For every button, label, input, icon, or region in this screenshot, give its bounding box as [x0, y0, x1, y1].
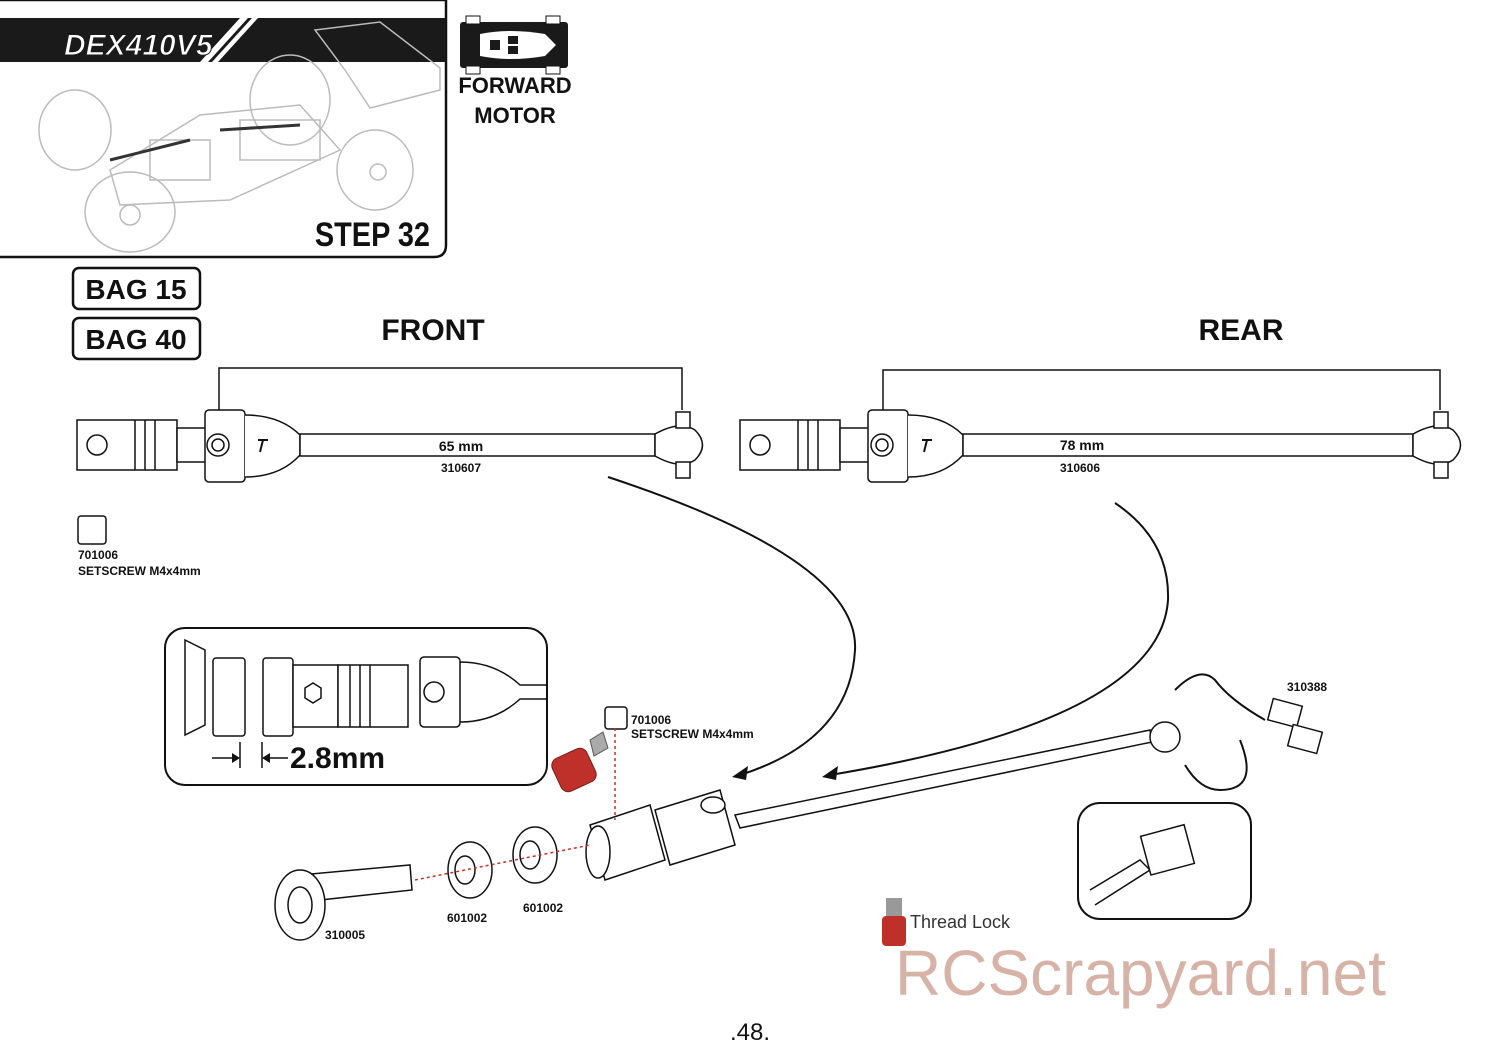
callout-setscrew-desc: SETSCREW M4x4mm — [631, 727, 754, 741]
rear-driveshaft — [739, 369, 1462, 483]
front-length: 65 mm — [439, 438, 483, 454]
bag-labels: BAG 15 BAG 40 — [71, 266, 202, 361]
step-header: DEX410V5 STEP 32 — [0, 0, 448, 259]
rear-part: 310606 — [1060, 461, 1100, 475]
page-number: .48. — [730, 1019, 770, 1046]
assembly-arrows — [607, 476, 1266, 792]
thread-lock-legend-icon — [882, 898, 906, 946]
callout-bearing-1: 601002 — [447, 911, 487, 925]
rear-heading: REAR — [1198, 314, 1283, 347]
inset-measure: 2.8mm — [290, 742, 385, 775]
inset-detail — [164, 627, 548, 786]
forward-motor-icon: FORWARD MOTOR — [458, 15, 572, 128]
setscrew-legend-part: 701006 — [78, 548, 118, 562]
setscrew-icon — [77, 515, 107, 545]
front-heading: FRONT — [381, 314, 484, 347]
bag-15: BAG 15 — [85, 274, 186, 305]
exploded-assembly — [274, 697, 1324, 941]
step-number: STEP 32 — [315, 215, 430, 254]
setscrew-legend-desc: SETSCREW M4x4mm — [78, 564, 201, 578]
front-part: 310607 — [441, 461, 481, 475]
callout-setscrew-part: 701006 — [631, 713, 671, 727]
callout-gear: 310005 — [325, 928, 365, 942]
callout-cup: 310388 — [1287, 680, 1327, 694]
rear-length: 78 mm — [1060, 437, 1104, 453]
thread-lock-bottle-icon — [551, 731, 609, 793]
front-driveshaft — [76, 367, 704, 483]
logo: DEX410V5 — [64, 29, 214, 62]
motor-label-2: MOTOR — [474, 103, 556, 128]
motor-label-1: FORWARD — [458, 73, 571, 98]
bag-40: BAG 40 — [85, 324, 186, 355]
callout-bearing-2: 601002 — [523, 901, 563, 915]
thread-lock-label: Thread Lock — [910, 912, 1011, 932]
watermark: RCScrapyard.net — [895, 937, 1386, 1009]
car-illustration — [38, 21, 441, 253]
